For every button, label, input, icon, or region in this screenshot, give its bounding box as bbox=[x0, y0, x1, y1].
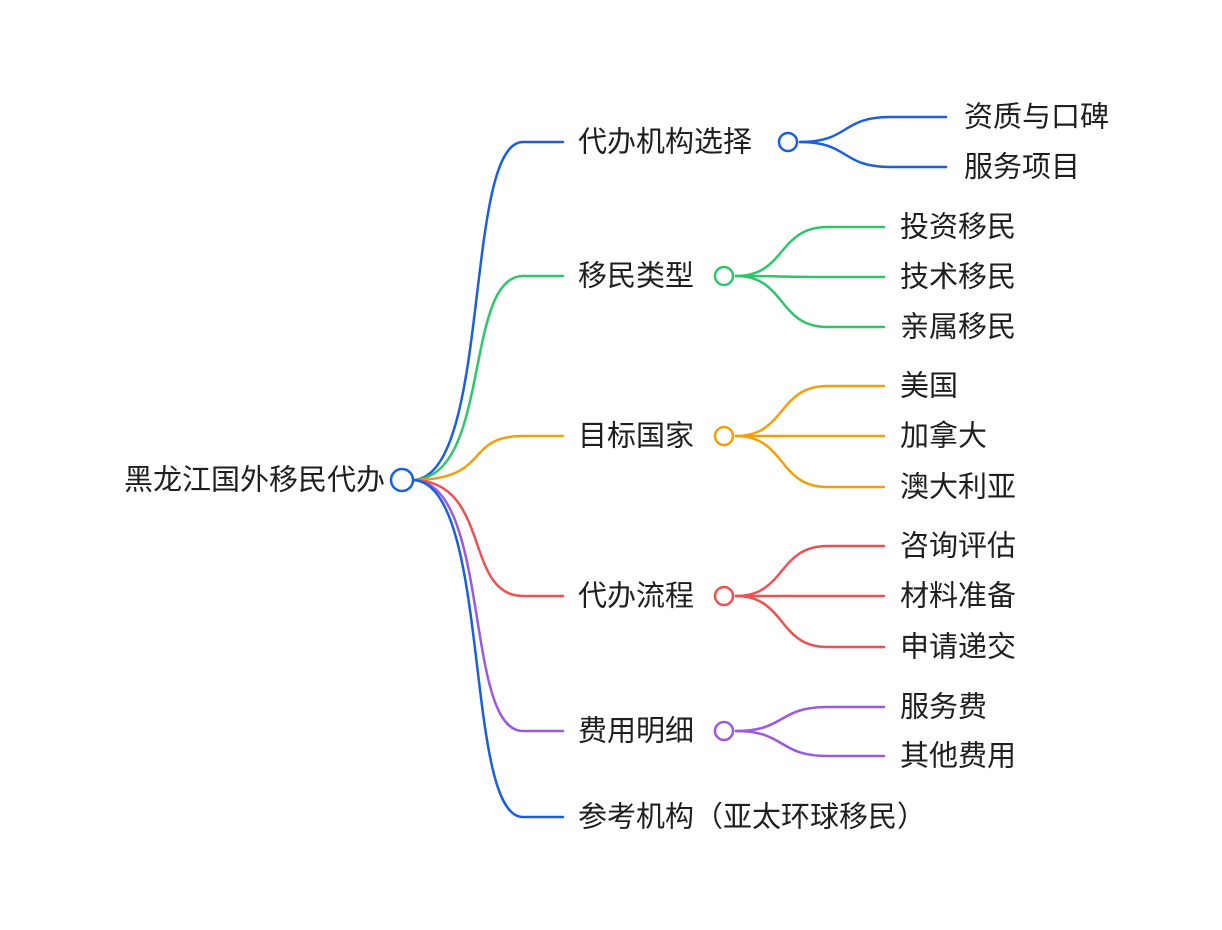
leaf-label-canada: 加拿大 bbox=[900, 418, 988, 453]
leaf-label-investment: 投资移民 bbox=[900, 209, 1017, 244]
leaf-label-service-fee: 服务费 bbox=[900, 689, 988, 724]
leaf-label-documents: 材料准备 bbox=[900, 578, 1017, 613]
leaf-label-skilled: 技术移民 bbox=[900, 259, 1017, 294]
branch-node-circle-3[interactable] bbox=[713, 585, 735, 607]
branch-label-reference-agency: 参考机构（亚太环球移民） bbox=[578, 799, 927, 834]
leaf-connector-4-1 bbox=[734, 729, 886, 758]
leaf-label-consultation: 咨询评估 bbox=[900, 528, 1017, 563]
leaf-label-qualification: 资质与口碑 bbox=[964, 99, 1110, 134]
branch-connector-2 bbox=[410, 434, 565, 482]
leaf-label-australia: 澳大利亚 bbox=[900, 469, 1017, 504]
leaf-label-family: 亲属移民 bbox=[900, 309, 1017, 344]
branch-label-target-country: 目标国家 bbox=[578, 418, 695, 453]
branch-node-circle-4[interactable] bbox=[713, 720, 735, 742]
leaf-label-submission: 申请递交 bbox=[900, 629, 1017, 664]
branch-label-fees: 费用明细 bbox=[578, 713, 695, 748]
leaf-connector-2-0 bbox=[734, 384, 886, 438]
leaf-label-other-fees: 其他费用 bbox=[900, 738, 1017, 773]
root-node-label: 黑龙江国外移民代办 bbox=[123, 462, 385, 497]
leaf-connector-1-0 bbox=[734, 225, 886, 278]
leaf-connector-1-1 bbox=[734, 274, 886, 279]
leaf-connector-4-0 bbox=[734, 705, 886, 733]
leaf-connector-1-2 bbox=[734, 274, 886, 329]
branch-label-agency-selection: 代办机构选择 bbox=[578, 124, 753, 159]
branch-label-process: 代办流程 bbox=[578, 578, 695, 613]
branch-connector-5 bbox=[410, 478, 565, 819]
leaf-label-usa: 美国 bbox=[900, 368, 959, 403]
branch-label-immigration-type: 移民类型 bbox=[578, 258, 695, 293]
branch-connector-0 bbox=[410, 140, 565, 482]
branch-connector-3 bbox=[410, 478, 565, 598]
branch-connector-1 bbox=[410, 274, 565, 482]
branch-connector-4 bbox=[410, 478, 565, 733]
leaf-connector-3-2 bbox=[734, 594, 886, 649]
branch-node-circle-2[interactable] bbox=[713, 425, 735, 447]
root-node-circle[interactable] bbox=[389, 467, 415, 493]
leaf-connector-3-0 bbox=[734, 544, 886, 598]
branch-node-circle-1[interactable] bbox=[713, 265, 735, 287]
branch-node-circle-0[interactable] bbox=[777, 131, 799, 153]
leaf-connector-0-0 bbox=[798, 115, 948, 144]
leaf-label-services: 服务项目 bbox=[964, 149, 1081, 184]
leaf-connector-0-1 bbox=[798, 140, 948, 169]
leaf-connector-2-2 bbox=[734, 434, 886, 489]
